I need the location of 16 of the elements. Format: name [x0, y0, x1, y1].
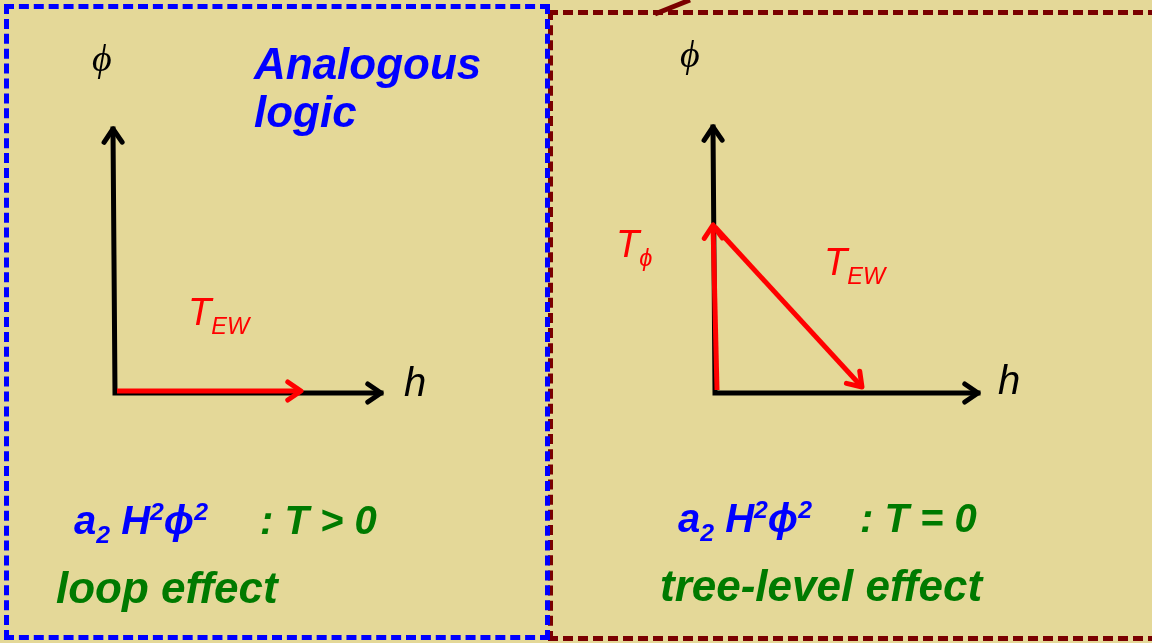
- formula-text: a$_{2}$ H$^{2}$ϕ$^{2}$: [74, 498, 208, 549]
- condition-text: : T > 0: [260, 498, 377, 542]
- axis-label: h: [998, 358, 1021, 402]
- formula-text: a$_{2}$ H$^{2}$ϕ$^{2}$: [678, 496, 812, 547]
- dashed-panel: [4, 4, 550, 640]
- vector-label: T$_{EW}$: [188, 292, 250, 340]
- effect-text: loop effect: [56, 564, 278, 613]
- condition-text: : T = 0: [860, 496, 977, 540]
- vector-label: T$_{ϕ}$: [616, 224, 653, 272]
- axis-label: ϕ: [92, 38, 112, 80]
- axis-label: ϕ: [680, 34, 700, 76]
- axis-label: h: [404, 360, 427, 404]
- dashed-panel: [548, 10, 1152, 641]
- effect-text: tree-level effect: [660, 562, 983, 611]
- panel-heading: Analogous logic: [254, 40, 483, 137]
- vector-label: T$_{EW}$: [824, 242, 886, 290]
